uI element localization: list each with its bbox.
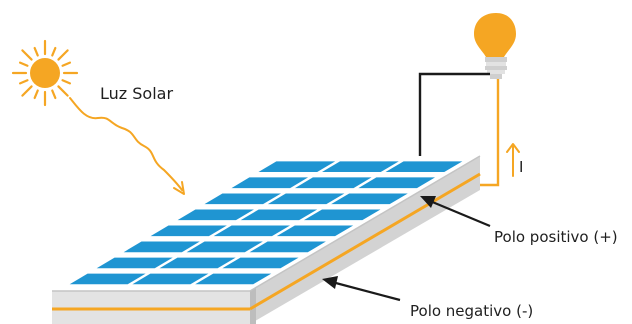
sun-ray (57, 85, 69, 97)
solar-cell (303, 209, 381, 221)
solar-cell (96, 257, 173, 269)
solar-cell (249, 241, 326, 253)
solar-cells (69, 161, 463, 285)
sun-ray (51, 46, 57, 57)
solar-cell (186, 241, 263, 253)
solar-cell (177, 209, 254, 221)
negative-pole-label: Polo negativo (-) (410, 302, 533, 320)
sunlight-ray (69, 97, 185, 195)
solar-cell (69, 273, 146, 285)
sun-ray (18, 79, 29, 85)
negative-pole-pointer (322, 276, 401, 302)
black-wire (418, 72, 490, 156)
positive-pole-pointer (420, 196, 491, 228)
solar-cell (240, 209, 318, 221)
solar-cell (123, 241, 200, 253)
current-arrow-icon (506, 143, 520, 177)
solar-cell (331, 193, 408, 205)
light-bulb-icon (474, 13, 516, 79)
solar-cell (276, 225, 354, 237)
solar-cell (267, 193, 345, 205)
sun-ray (61, 61, 72, 67)
solar-cell (385, 161, 463, 173)
positive-pole-label: Polo positivo (+) (494, 228, 618, 246)
sun-ray (51, 89, 57, 100)
sunlight-label: Luz Solar (100, 84, 173, 103)
current-label: I (519, 158, 523, 176)
solar-cell (222, 257, 299, 269)
sun-ray (18, 61, 29, 67)
solar-cell (322, 161, 399, 173)
sun-ray (21, 49, 33, 61)
sun-icon (11, 39, 79, 107)
solar-cell (204, 193, 281, 205)
solar-cell (358, 177, 436, 189)
sun-ray (33, 46, 39, 57)
solar-cell (195, 273, 272, 285)
solar-cell (294, 177, 372, 189)
solar-cell (150, 225, 227, 237)
solar-cell (159, 257, 236, 269)
solar-cell (258, 161, 336, 173)
sun-ray (21, 85, 33, 97)
sun-ray (61, 79, 72, 85)
solar-cell (231, 177, 309, 189)
solar-cell (213, 225, 291, 237)
solar-cell (132, 273, 209, 285)
sun-ray (33, 89, 39, 100)
solar-panel (52, 155, 481, 324)
orange-wire (480, 79, 500, 187)
sun-ray (57, 49, 69, 61)
